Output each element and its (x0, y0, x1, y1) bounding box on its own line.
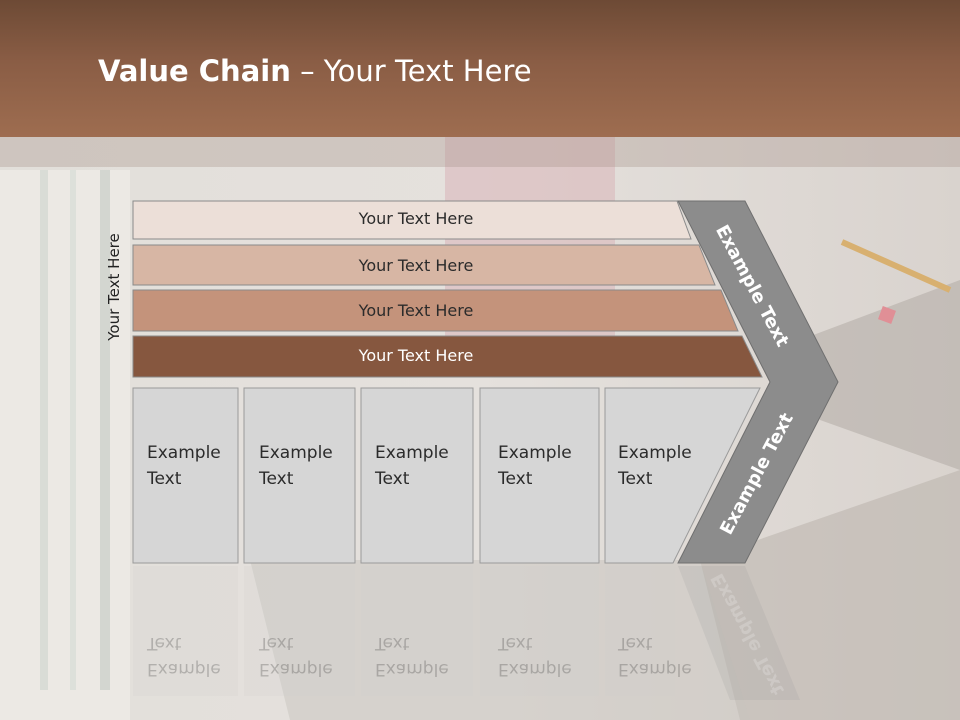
box-reflection-5: Example Text (618, 630, 692, 682)
page-title: Value Chain – Your Text Here (98, 54, 532, 88)
activity-box-3 (360, 387, 474, 564)
bar-1 (132, 200, 692, 240)
reflection (133, 566, 800, 700)
box-reflection-1-line2: Text (147, 633, 182, 653)
bar-2 (132, 244, 716, 286)
box-reflection-1-line1: Example (147, 659, 221, 679)
title-bar (0, 0, 960, 137)
box-label-4-line2: Text (498, 469, 533, 489)
activity-box-5 (604, 387, 761, 564)
title-band (0, 137, 960, 167)
box-reflection-3: Example Text (375, 630, 449, 682)
box-reflection-4-line2: Text (498, 633, 533, 653)
activity-box-4 (479, 387, 600, 564)
box-reflection-3-line2: Text (375, 633, 410, 653)
bar-label-2: Your Text Here (358, 256, 474, 275)
box-label-3-line2: Text (375, 469, 410, 489)
box-reflection-4: Example Text (498, 630, 572, 682)
box-reflection-1: Example Text (147, 630, 221, 682)
box-label-4-line1: Example (498, 443, 572, 463)
box-label-3-line1: Example (375, 443, 449, 463)
bar-3 (132, 289, 739, 332)
activity-box-2 (243, 387, 356, 564)
box-label-1-line1: Example (147, 443, 221, 463)
box-label-2-line1: Example (259, 443, 333, 463)
box-label-1-line2: Text (147, 469, 182, 489)
box-reflection-5-line1: Example (618, 659, 692, 679)
box-reflection-2-line2: Text (259, 633, 294, 653)
box-reflection-4-line1: Example (498, 659, 572, 679)
bar-label-1: Your Text Here (358, 209, 474, 228)
box-reflection-3-line1: Example (375, 659, 449, 679)
side-label: Your Text Here (105, 233, 123, 341)
page-title-bold: Value Chain (98, 54, 291, 88)
box-reflection-5-line2: Text (618, 633, 653, 653)
box-label-5-line1: Example (618, 443, 692, 463)
box-reflection-2: Example Text (259, 630, 333, 682)
chevron-arrow (677, 200, 839, 564)
activity-box-1 (132, 387, 239, 564)
box-label-5-line2: Text (618, 469, 653, 489)
bar-label-4: Your Text Here (358, 346, 474, 365)
box-label-2-line2: Text (259, 469, 294, 489)
box-reflection-2-line1: Example (259, 659, 333, 679)
page-title-rest: – Your Text Here (290, 54, 532, 88)
bar-4 (132, 335, 763, 378)
bar-label-3: Your Text Here (358, 301, 474, 320)
